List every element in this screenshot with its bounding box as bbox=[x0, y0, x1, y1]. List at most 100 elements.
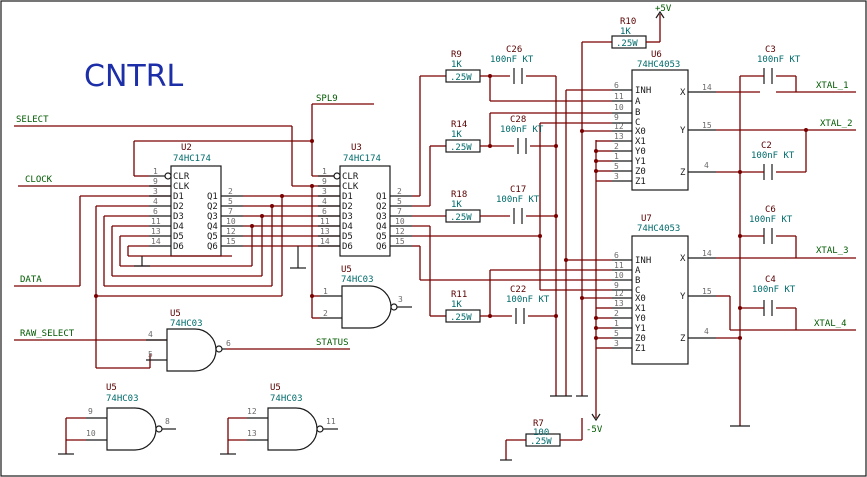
pin-number: 12 bbox=[614, 289, 624, 298]
pin-d4: D4 bbox=[342, 222, 353, 232]
capacitor-c3[interactable]: C3 100nF KT bbox=[740, 45, 801, 84]
net-xtal3[interactable]: XTAL_3 bbox=[716, 235, 856, 259]
pin-number: 2 bbox=[614, 142, 619, 151]
pin-x1: X1 bbox=[635, 304, 646, 314]
pin-a: A bbox=[635, 266, 641, 276]
pin-d3: D3 bbox=[342, 212, 353, 222]
net-u3-outputs[interactable] bbox=[412, 75, 612, 317]
net-clock[interactable]: CLOCK bbox=[18, 175, 171, 187]
pin-inh: INH bbox=[635, 86, 651, 96]
nand2-ref: U5 bbox=[170, 309, 181, 319]
net-xtal1[interactable]: XTAL_1 bbox=[716, 75, 856, 93]
capacitor-c28[interactable]: C28 100nF KT bbox=[500, 115, 544, 154]
rail-vplus[interactable]: +5V bbox=[576, 4, 672, 397]
resistor-r9[interactable]: R9 1K .25W bbox=[445, 50, 481, 83]
pin-number: 4 bbox=[322, 197, 327, 206]
pin-number: 11 bbox=[151, 217, 161, 226]
pin-number: 2 bbox=[397, 187, 402, 196]
pin-number: 1 bbox=[614, 152, 619, 161]
pin-x1: X1 bbox=[635, 137, 646, 147]
capacitor-c22[interactable]: C22 100nF KT bbox=[506, 285, 550, 324]
pin-number: 6 bbox=[614, 251, 619, 260]
capacitor-c4[interactable]: C4 100nF KT bbox=[740, 275, 796, 316]
pin-d6: D6 bbox=[342, 242, 353, 252]
ic-u2[interactable]: U2 74HC174 CLR CLK D1 D2 D3 D4 D5 D6 1 9… bbox=[149, 143, 243, 257]
pin-d2: D2 bbox=[342, 202, 353, 212]
net-label-clock: CLOCK bbox=[25, 175, 53, 185]
net-xtal4[interactable]: XTAL_4 bbox=[716, 295, 856, 331]
c4-val: 100nF KT bbox=[752, 285, 796, 295]
pin-number: 5 bbox=[614, 162, 619, 171]
pin-number: 13 bbox=[614, 299, 624, 308]
net-raw-select[interactable]: RAW_SELECT bbox=[14, 329, 167, 341]
capacitor-c6[interactable]: C6 100nF KT bbox=[740, 205, 793, 244]
pin-number: 14 bbox=[702, 249, 712, 258]
ground-u3 bbox=[290, 246, 306, 269]
pin-y0: Y0 bbox=[635, 314, 646, 324]
net-u2-clr[interactable] bbox=[133, 139, 314, 177]
pin-q5: Q5 bbox=[207, 232, 218, 242]
r18-power: .25W bbox=[450, 213, 472, 223]
net-rc-chains[interactable] bbox=[480, 74, 612, 396]
u2-part: 74HC174 bbox=[173, 154, 211, 164]
resistor-r7[interactable]: R7 100 .25W bbox=[525, 419, 561, 447]
pin-a: A bbox=[635, 97, 641, 107]
nand-gate-3[interactable]: U5 74HC03 9 10 8 bbox=[58, 383, 176, 455]
net-nand1-inputs[interactable] bbox=[310, 184, 320, 319]
net-status[interactable]: STATUS bbox=[226, 338, 350, 350]
pin-q2: Q2 bbox=[207, 202, 218, 212]
pin-number: 1 bbox=[153, 167, 158, 176]
c28-val: 100nF KT bbox=[500, 125, 544, 135]
u7-part: 74HC4053 bbox=[637, 224, 680, 234]
nand-gate-2[interactable]: U5 74HC03 4 5 6 bbox=[146, 309, 231, 372]
pin-q4: Q4 bbox=[207, 222, 218, 232]
r7-power: .25W bbox=[530, 437, 552, 447]
capacitor-c2[interactable]: C2 100nF KT bbox=[740, 141, 795, 180]
pin-number: 7 bbox=[397, 207, 402, 216]
pin-z: Z bbox=[680, 168, 686, 178]
pin-d3: D3 bbox=[173, 212, 184, 222]
pin-d1: D1 bbox=[342, 192, 353, 202]
r7-ref: R7 bbox=[533, 419, 544, 429]
pin-number: 14 bbox=[151, 237, 161, 246]
net-xtal2[interactable]: XTAL_2 bbox=[716, 119, 856, 173]
resistor-r14[interactable]: R14 1K .25W bbox=[445, 120, 481, 153]
resistor-r10[interactable]: R10 1K .25W bbox=[611, 17, 647, 49]
ic-u7[interactable]: U7 74HC4053 INH A B C X0 X1 Y0 Y1 Z0 Z1 … bbox=[612, 214, 716, 365]
rail-vminus[interactable]: -5V bbox=[500, 140, 603, 461]
resistor-r18[interactable]: R18 1K .25W bbox=[445, 190, 481, 223]
capacitor-c26[interactable]: C26 100nF KT bbox=[490, 45, 534, 84]
net-label-xtal4: XTAL_4 bbox=[814, 319, 847, 329]
nand-gate-1[interactable]: U5 74HC03 1 2 3 bbox=[320, 265, 412, 329]
c26-ref: C26 bbox=[506, 45, 522, 55]
ic-u3[interactable]: U3 74HC174 CLR CLK D1 D2 D3 D4 D5 D6 1 9… bbox=[318, 143, 412, 257]
pin-number: 12 bbox=[247, 407, 257, 416]
net-mux-ties[interactable] bbox=[580, 129, 612, 349]
pin-z0: Z0 bbox=[635, 334, 646, 344]
pin-number: 11 bbox=[614, 92, 624, 101]
pin-number: 9 bbox=[322, 177, 327, 186]
capacitor-c17[interactable]: C17 100nF KT bbox=[496, 185, 540, 224]
ic-u6[interactable]: U6 74HC4053 INH A B C X0 X1 Y0 Y1 Z0 Z1 … bbox=[612, 50, 716, 191]
pin-number: 3 bbox=[614, 172, 619, 181]
pin-number: 6 bbox=[322, 207, 327, 216]
resistor-r11[interactable]: R11 1K .25W bbox=[445, 290, 481, 323]
pin-number: 4 bbox=[153, 197, 158, 206]
r14-ref: R14 bbox=[451, 120, 467, 130]
pin-number: 5 bbox=[228, 197, 233, 206]
pin-x: X bbox=[680, 254, 686, 264]
pin-y: Y bbox=[680, 126, 686, 136]
pin-number: 4 bbox=[148, 330, 153, 339]
r7-val: 100 bbox=[533, 428, 549, 438]
pin-z: Z bbox=[680, 334, 686, 344]
pin-number: 5 bbox=[397, 197, 402, 206]
pin-clr: CLR bbox=[342, 172, 359, 182]
nand-gate-4[interactable]: U5 74HC03 12 13 11 bbox=[220, 383, 338, 455]
net-data[interactable]: DATA bbox=[14, 195, 171, 287]
r11-val: 1K bbox=[451, 300, 462, 310]
c4-ref: C4 bbox=[765, 275, 776, 285]
pin-number: 13 bbox=[320, 227, 330, 236]
